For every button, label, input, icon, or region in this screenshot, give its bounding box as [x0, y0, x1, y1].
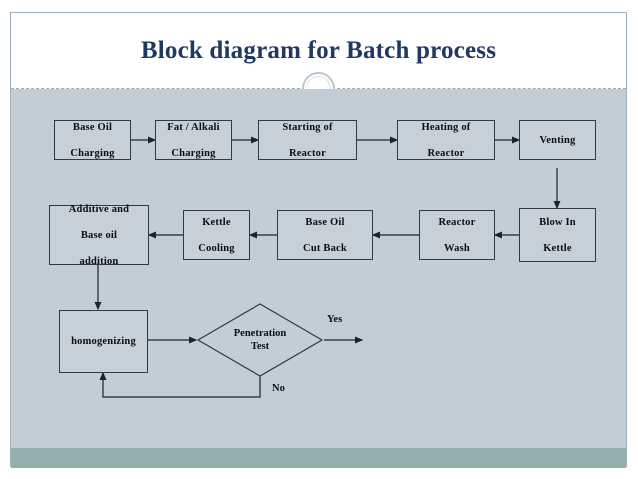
node-venting[interactable]: Venting: [519, 120, 596, 160]
node-line-2: Cooling: [198, 242, 235, 254]
page-title: Block diagram for Batch process: [140, 36, 497, 64]
node-line-2: Test: [250, 341, 270, 352]
node-starting-of-reactor[interactable]: Starting of Reactor: [258, 120, 357, 160]
node-base-oil-cut-back[interactable]: Base Oil Cut Back: [277, 210, 373, 260]
diamond-shape-icon: [196, 303, 324, 377]
footer-band: [11, 448, 626, 468]
node-line-1: Fat / Alkali: [167, 121, 220, 133]
node-line-2: Charging: [70, 147, 115, 159]
node-line-2: Cut Back: [303, 242, 347, 254]
node-homogenizing[interactable]: homogenizing: [59, 310, 148, 373]
node-line-1: Starting of: [282, 121, 333, 133]
node-line-1: Venting: [539, 134, 576, 146]
node-line-2: Kettle: [543, 242, 572, 254]
node-line-1: Additive and: [68, 203, 130, 215]
node-heating-of-reactor[interactable]: Heating of Reactor: [397, 120, 495, 160]
node-penetration-test[interactable]: Penetration Test: [196, 302, 324, 378]
node-line-2: Reactor: [427, 147, 465, 159]
node-line-1: Base Oil: [305, 216, 345, 228]
node-line-2: Base oil: [80, 229, 118, 241]
node-line-1: Blow In: [539, 216, 576, 228]
node-line-1: Base Oil: [72, 121, 113, 133]
edge-label-yes: Yes: [327, 314, 343, 325]
edge-label-no: No: [272, 383, 285, 394]
node-line-1: Heating of: [421, 121, 471, 133]
node-base-oil-charging[interactable]: Base Oil Charging: [54, 120, 131, 160]
node-line-1: Reactor: [438, 216, 476, 228]
node-line-3: addition: [79, 255, 119, 267]
node-line-1: Penetration: [233, 328, 287, 339]
node-line-2: Wash: [444, 242, 470, 254]
node-reactor-wash[interactable]: Reactor Wash: [419, 210, 495, 260]
node-additive-and-base-oil-addition[interactable]: Additive and Base oil addition: [49, 203, 149, 267]
node-line-2: Charging: [171, 147, 216, 159]
node-line-1: homogenizing: [71, 336, 136, 347]
node-line-1: Kettle: [202, 216, 231, 228]
node-kettle-cooling[interactable]: Kettle Cooling: [183, 210, 250, 260]
node-line-2: Reactor: [289, 147, 326, 159]
node-blow-in-kettle[interactable]: Blow In Kettle: [519, 208, 596, 262]
node-fat-alkali-charging[interactable]: Fat / Alkali Charging: [155, 120, 232, 160]
